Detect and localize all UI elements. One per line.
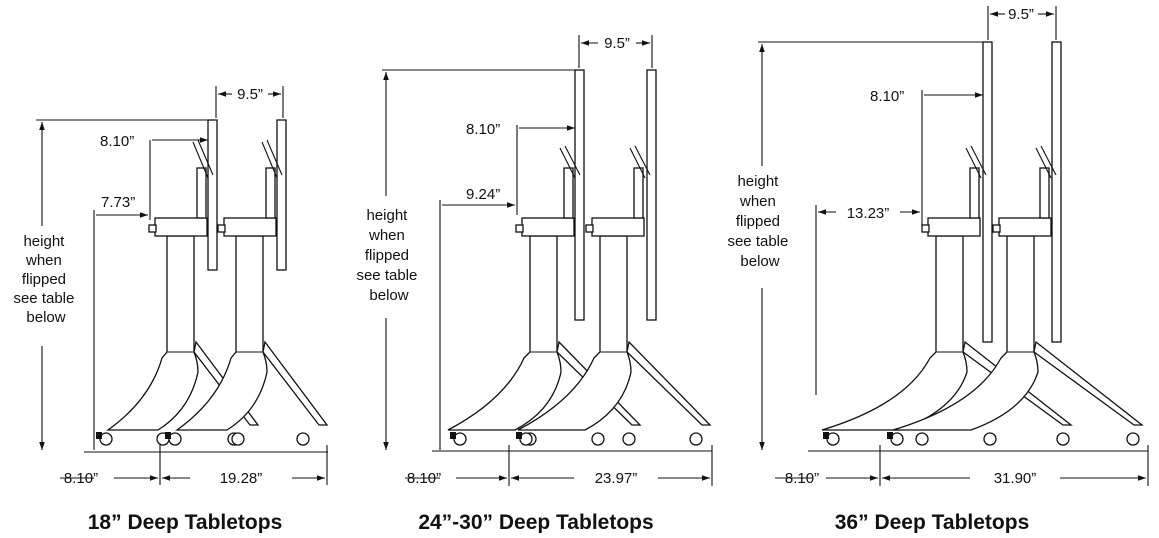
caption: 18” Deep Tabletops — [88, 511, 283, 533]
lower-offset-label: 7.73” — [101, 194, 135, 211]
base-right-label: 31.90” — [994, 470, 1037, 487]
top-offset-label: 9.5” — [604, 35, 630, 52]
diagram-18-deep: 9.5” height when flipped see table below… — [13, 86, 329, 534]
diagram-36-deep: 9.5” height when flipped see table below… — [727, 6, 1149, 534]
base-left-label: 8.10” — [407, 470, 441, 487]
height-note: height when flipped see table below — [727, 173, 792, 270]
table-rear-silhouette — [887, 41, 1144, 446]
height-note: height when flipped see table below — [13, 233, 78, 326]
lower-offset-label: 13.23” — [847, 205, 890, 222]
base-left-label: 8.10” — [64, 470, 98, 487]
caption: 24”-30” Deep Tabletops — [418, 511, 653, 533]
diagram-24-30-deep: 9.5” height when flipped see table below… — [356, 35, 713, 534]
upper-offset-label: 8.10” — [870, 88, 904, 105]
top-offset-label: 9.5” — [1008, 6, 1034, 23]
upper-offset-label: 8.10” — [466, 121, 500, 138]
top-offset-label: 9.5” — [237, 86, 263, 103]
lower-offset-label: 9.24” — [466, 186, 500, 203]
table-rear-silhouette — [165, 119, 329, 446]
base-right-label: 19.28” — [220, 470, 263, 487]
base-left-label: 8.10” — [785, 470, 819, 487]
table-rear-silhouette — [516, 69, 712, 446]
caption: 36” Deep Tabletops — [835, 511, 1030, 533]
height-note: height when flipped see table below — [356, 207, 421, 304]
base-right-label: 23.97” — [595, 470, 638, 487]
upper-offset-label: 8.10” — [100, 133, 134, 150]
